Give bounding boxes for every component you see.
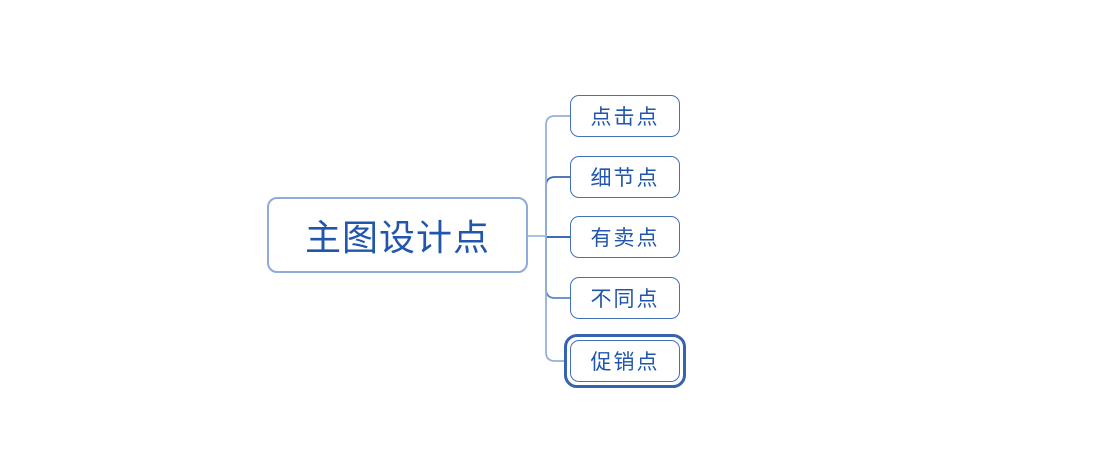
subtopic-node-cuxiaodian-selected[interactable]: 促销点 <box>564 334 686 388</box>
subtopic-label: 有卖点 <box>590 226 660 250</box>
subtopic-node-youmaidian[interactable]: 有卖点 <box>570 216 680 258</box>
subtopic-label: 促销点 <box>590 350 660 374</box>
connector-branch-butongdian <box>545 236 570 299</box>
subtopic-node-butongdian[interactable]: 不同点 <box>570 277 680 319</box>
root-topic-node[interactable]: 主图设计点 <box>267 197 528 273</box>
connector-branch-cuxiaodian <box>545 236 564 362</box>
connector-branch-xijiedian <box>545 176 570 236</box>
subtopic-label: 点击点 <box>590 105 660 129</box>
subtopic-node-dianjidian[interactable]: 点击点 <box>570 95 680 137</box>
subtopic-node-xijiedian[interactable]: 细节点 <box>570 156 680 198</box>
root-topic-label: 主图设计点 <box>304 218 490 258</box>
subtopic-label: 细节点 <box>590 166 660 190</box>
subtopic-label: 不同点 <box>590 287 660 311</box>
connector-branch-dianjidian <box>545 115 570 236</box>
